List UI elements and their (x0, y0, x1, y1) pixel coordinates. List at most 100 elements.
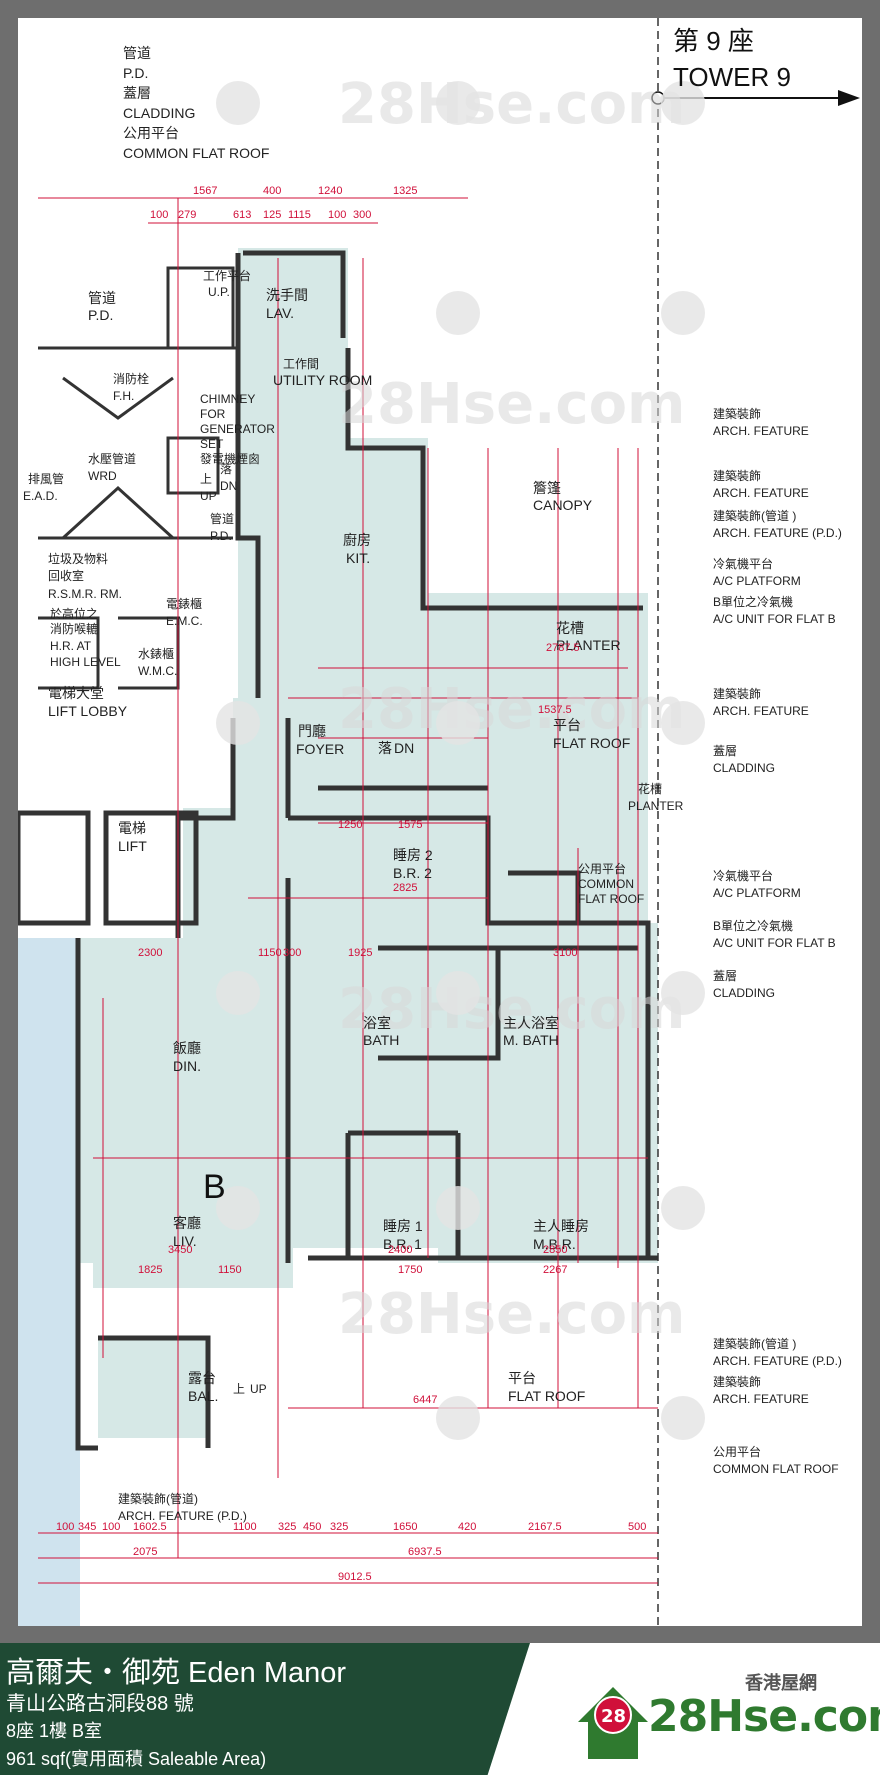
svg-text:ARCH. FEATURE: ARCH. FEATURE (713, 1392, 809, 1406)
logo-badge-icon (594, 1696, 632, 1734)
top-dims-row2: 100 279 613 125 1115 100 300 (150, 209, 371, 221)
emc-label-cn: 電錶櫃 (166, 596, 202, 611)
walls (75, 250, 658, 1451)
emc-label-en: E.M.C. (166, 614, 203, 628)
up2-label-en: UP (200, 489, 217, 503)
living-label-cn: 客廳 (173, 1215, 201, 1231)
svg-text:ARCH. FEATURE: ARCH. FEATURE (713, 704, 809, 718)
svg-text:100: 100 (56, 1521, 74, 1533)
pd3-label-cn: 管道 (210, 511, 234, 526)
svg-text:1537.5: 1537.5 (538, 704, 572, 716)
interior-dims: 2787.5 1537.5 2825 1250 1575 2300 1150 3… (138, 642, 580, 1406)
up2-label-cn: 上 (200, 472, 212, 486)
chimney-label-3: GENERATOR (200, 422, 275, 436)
svg-text:建築裝飾: 建築裝飾 (713, 468, 761, 483)
archpd-bottom-cn: 建築裝飾(管道) (118, 1491, 198, 1506)
svg-text:1240: 1240 (318, 185, 342, 197)
cladding-label-cn: 蓋層 (123, 85, 151, 101)
watermark-text: 28Hse.com (338, 1282, 685, 1347)
left-blue-area (18, 938, 80, 1626)
svg-text:420: 420 (458, 1521, 476, 1533)
dn2-label: 落 (378, 740, 392, 756)
chimney-label-cn: 發電機煙囪 (200, 451, 260, 466)
hr-label-cn1: 於高位之 (50, 606, 98, 621)
logo-badge-text: 28 (601, 1706, 626, 1727)
pd-label-cn: 管道 (123, 45, 151, 61)
svg-text:公用平台: 公用平台 (713, 1444, 761, 1459)
saleable-area: 961 sqf(實用面積 Saleable Area) (6, 1749, 267, 1769)
utility-label-en: UTILITY ROOM (273, 372, 372, 388)
bottom-dims-row1: 100 345 100 1602.5 1100 325 450 325 1650… (56, 1521, 646, 1533)
svg-text:1567: 1567 (193, 185, 217, 197)
pd-label-en: P.D. (123, 65, 148, 81)
bath-label-cn: 浴室 (363, 1015, 391, 1031)
lav-label-cn: 洗手間 (266, 287, 308, 303)
archpd-bottom-en: ARCH. FEATURE (P.D.) (118, 1509, 247, 1523)
watermark-text: 28Hse.com (338, 977, 685, 1042)
unit-info: 8座 1樓 B室 (6, 1721, 103, 1741)
site-logo[interactable]: 28 (568, 1667, 868, 1767)
planter2-label-en: PLANTER (628, 799, 684, 813)
common-label-en1: COMMON (578, 877, 634, 891)
watermark-text: 28Hse.com (338, 72, 685, 137)
svg-text:300: 300 (353, 209, 371, 221)
bath-label-en: BATH (363, 1032, 399, 1048)
svg-text:建築裝飾: 建築裝飾 (713, 406, 761, 421)
cfr-label-en: COMMON FLAT ROOF (123, 145, 269, 161)
svg-text:325: 325 (278, 1521, 296, 1533)
svg-text:300: 300 (283, 947, 301, 959)
ead-label-cn: 排風管 (28, 471, 64, 486)
svg-text:345: 345 (78, 1521, 96, 1533)
svg-text:2825: 2825 (393, 882, 417, 894)
svg-text:ARCH. FEATURE (P.D.): ARCH. FEATURE (P.D.) (713, 1354, 842, 1368)
svg-text:ARCH. FEATURE: ARCH. FEATURE (713, 424, 809, 438)
svg-text:500: 500 (628, 1521, 646, 1533)
svg-text:400: 400 (263, 185, 281, 197)
cladding-label-en: CLADDING (123, 105, 195, 121)
br2-label-cn: 睡房 2 (393, 847, 433, 863)
watermark-badges (216, 81, 705, 1440)
svg-text:1750: 1750 (398, 1264, 422, 1276)
common-label-cn: 公用平台 (578, 861, 626, 876)
chimney-label-2: FOR (200, 407, 226, 421)
svg-text:2300: 2300 (138, 947, 162, 959)
svg-text:1150: 1150 (218, 1264, 242, 1276)
lift-label-en: LIFT (118, 838, 147, 854)
svg-text:COMMON FLAT ROOF: COMMON FLAT ROOF (713, 1462, 839, 1476)
svg-text:B單位之冷氣機: B單位之冷氣機 (713, 918, 793, 933)
logo-text-en[interactable]: 28Hse.com (648, 1691, 880, 1742)
svg-text:B單位之冷氣機: B單位之冷氣機 (713, 594, 793, 609)
lift-shafts (18, 810, 199, 926)
svg-text:1575: 1575 (398, 819, 422, 831)
up3-label-cn: 上 (233, 1382, 245, 1396)
pd3-label-en: P.D. (210, 529, 232, 543)
hr-label-en1: H.R. AT (50, 639, 92, 653)
svg-text:1925: 1925 (348, 947, 372, 959)
up-label-en: U.P. (208, 285, 230, 299)
cfr-label-cn: 公用平台 (123, 125, 179, 141)
svg-text:325: 325 (330, 1521, 348, 1533)
planter-label-en: PLANTER (556, 637, 621, 653)
dimension-lines (38, 197, 658, 1584)
svg-text:1250: 1250 (338, 819, 362, 831)
bottom-total-dim: 9012.5 (338, 1571, 372, 1583)
hr-label-cn2: 消防喉轆 (50, 621, 98, 636)
unit-letter: B (203, 1168, 226, 1206)
svg-text:6447: 6447 (413, 1394, 437, 1406)
svg-text:A/C UNIT FOR FLAT B: A/C UNIT FOR FLAT B (713, 936, 836, 950)
pd2-label-en: P.D. (88, 307, 113, 323)
svg-text:建築裝飾(管道 ): 建築裝飾(管道 ) (713, 1336, 796, 1351)
unit-floor-area (78, 248, 658, 1288)
flatroof-top-cn: 平台 (553, 717, 581, 733)
svg-text:2400: 2400 (388, 1244, 412, 1256)
kitchen-label-en: KIT. (346, 550, 370, 566)
dining-label-cn: 飯廳 (173, 1040, 201, 1056)
common-label-en2: FLAT ROOF (578, 892, 644, 906)
balcony-label-cn: 露台 (188, 1370, 216, 1386)
pd2-label-cn: 管道 (88, 290, 116, 306)
svg-text:3450: 3450 (168, 1244, 192, 1256)
watermark-text: 28Hse.com (338, 677, 685, 742)
bottom-dims-row2: 2075 6937.5 (133, 1546, 442, 1558)
svg-text:冷氣機平台: 冷氣機平台 (713, 868, 773, 883)
hr-label-en2: HIGH LEVEL (50, 655, 121, 669)
